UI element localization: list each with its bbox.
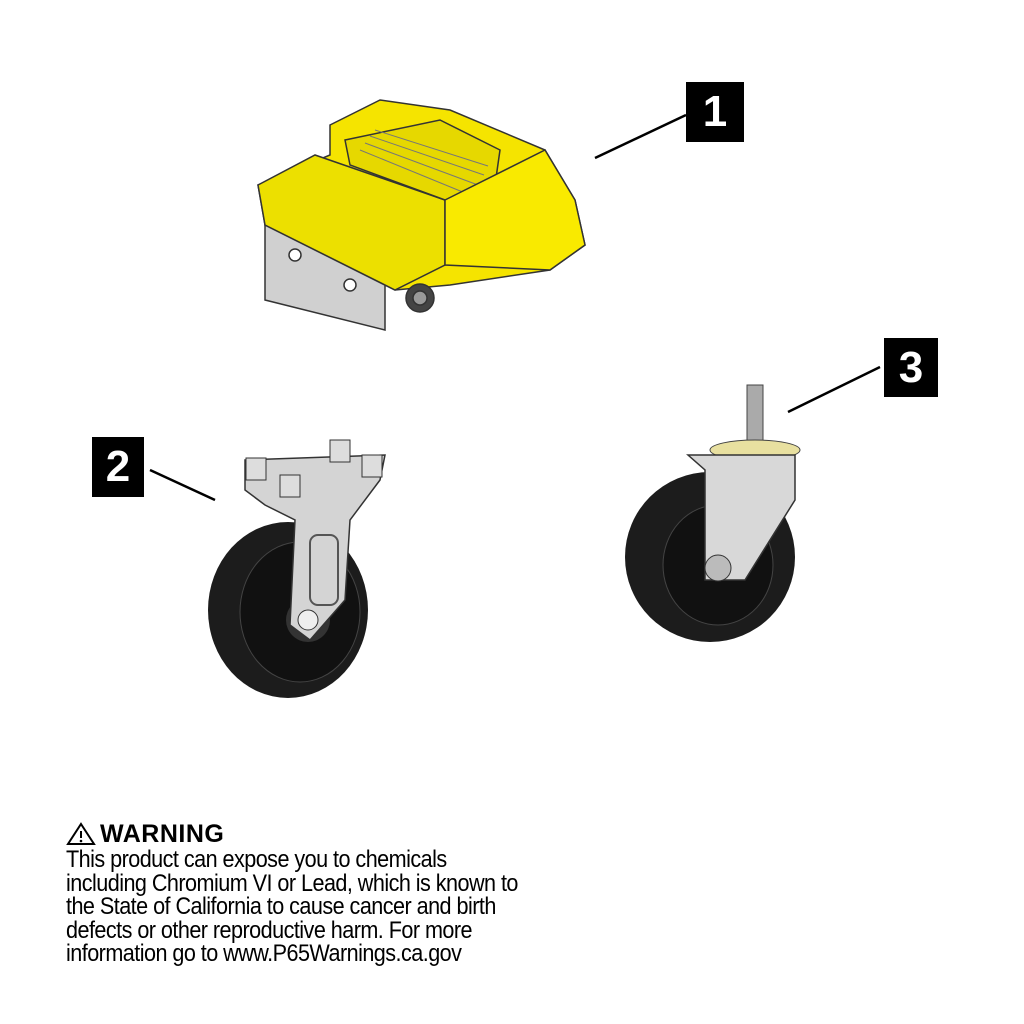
callout-3: 3: [884, 338, 938, 397]
callout-1: 1: [686, 82, 744, 142]
warning-title: WARNING: [100, 819, 225, 848]
warning-heading: WARNING: [66, 820, 626, 848]
warning-line: the State of California to cause cancer …: [66, 893, 496, 921]
warning-triangle-icon: [66, 822, 96, 845]
warning-line: defects or other reproductive harm. For …: [66, 916, 473, 944]
warning-line: This product can expose you to chemicals: [66, 846, 447, 873]
leader-line-3: [787, 365, 881, 414]
leader-line-2: [149, 468, 216, 502]
callout-2: 2: [92, 437, 144, 497]
part-2-rigid-caster: [208, 439, 386, 698]
part-1-housing: [257, 99, 586, 331]
prop65-warning: WARNING This product can expose you to c…: [66, 820, 626, 966]
warning-line: including Chromium VI or Lead, which is …: [66, 869, 518, 897]
leader-line-1: [594, 113, 687, 160]
warning-body: This product can expose you to chemicals…: [66, 848, 624, 966]
warning-line: information go to www.P65Warnings.ca.gov: [66, 940, 462, 968]
part-3-swivel-caster: [625, 384, 801, 642]
